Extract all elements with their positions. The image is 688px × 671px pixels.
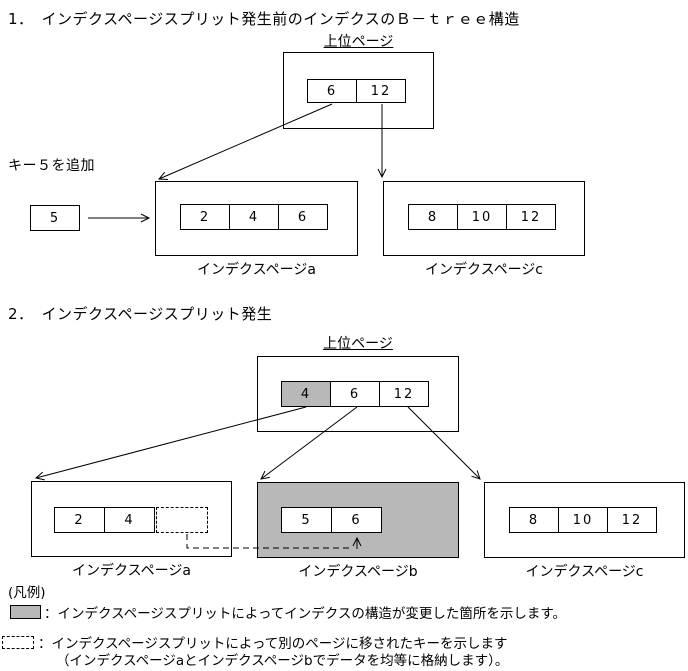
section1-root-page-label: 上位ページ [323,34,394,50]
key-cell: 10 [558,507,608,533]
key-cell: 12 [379,381,429,407]
key-cell: 6 [307,79,357,103]
key-cell: 6 [278,204,328,230]
legend-gray-swatch [10,605,41,619]
key-cell: 8 [509,507,559,533]
legend-dashed-text: ：インデクスページスプリットによって別のページに移されたキーを示します [38,636,508,652]
section2-page-a-cells: 2 4 [54,507,155,533]
section2-page-c-label: インデクスページc [525,564,644,580]
section1-root-cells: 6 12 [307,79,406,103]
new-key-box: 5 [30,205,80,231]
key-cell: 12 [356,79,406,103]
section2-root-cells: 4 6 12 [281,381,429,407]
moved-key-placeholder [156,507,208,533]
section2-page-b-label: インデクスページb [298,564,418,580]
key-cell: 12 [506,204,556,230]
legend-gray-text: ：インデクスページスプリットによってインデクスの構造が変更した箇所を示します。 [44,606,567,622]
key-cell: 6 [330,381,380,407]
key-cell: 10 [457,204,507,230]
key-cell: 4 [229,204,279,230]
key-cell: 5 [281,507,332,533]
section1-page-c-cells: 8 10 12 [408,204,556,230]
section2-page-b-cells: 5 6 [281,507,382,533]
legend-dashed-swatch [2,636,34,649]
section2-root-page-label: 上位ページ [323,336,393,352]
section1-title: 1． インデクスページスプリット発生前のインデクスのＢ－ｔｒｅｅ構造 [8,10,520,28]
key-cell: 4 [104,507,155,533]
legend-title: (凡例) [8,585,46,601]
legend-dashed-text-line2: （インデクスページaとインデクスページbでデータを均等に格納します）。 [56,653,509,669]
section1-page-a-label: インデクスページa [197,262,316,278]
key-cell: 2 [180,204,230,230]
key-cell-changed: 4 [281,381,331,407]
section2-title: 2． インデクスページスプリット発生 [8,305,273,323]
key-cell: 8 [408,204,458,230]
section1-page-a-cells: 2 4 6 [180,204,328,230]
key-cell: 6 [331,507,382,533]
key-cell: 12 [607,507,657,533]
section2-page-a-label: インデクスページa [72,563,191,579]
key-insert-note: キー５を追加 [8,158,95,174]
section2-page-c-cells: 8 10 12 [509,507,657,533]
section1-page-c-label: インデクスページc [424,262,544,278]
key-cell: 2 [54,507,105,533]
